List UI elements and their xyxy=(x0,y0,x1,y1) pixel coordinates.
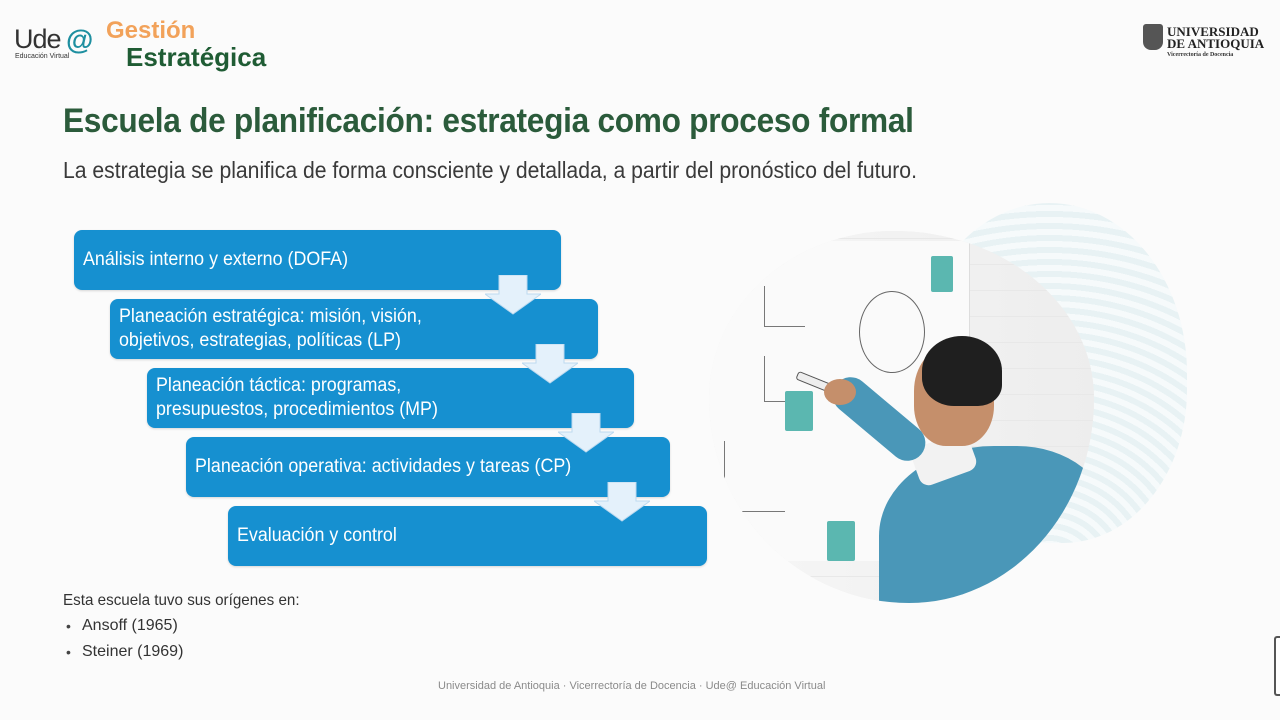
process-step-1: Análisis interno y externo (DOFA) xyxy=(74,230,561,290)
slide-title: Escuela de planificación: estrategia com… xyxy=(63,102,914,140)
bar-chart-sketch-icon xyxy=(764,356,805,402)
process-step-label: Planeación operativa: actividades y tare… xyxy=(195,456,572,477)
bullet-icon: • xyxy=(66,644,71,660)
udea-logo: Ude @ Educación Virtual xyxy=(14,24,100,64)
university-logo-line3: Vicerrectoría de Docencia xyxy=(1167,52,1234,58)
process-step-label: Planeación táctica: programas, presupues… xyxy=(156,375,438,420)
photo-whiteboard-man xyxy=(709,231,1094,603)
list-item: • Ansoff (1965) xyxy=(63,616,312,642)
sticky-note xyxy=(785,391,813,431)
slide-subtitle: La estrategia se planifica de forma cons… xyxy=(63,157,917,183)
course-logo: Gestión Estratégica xyxy=(106,17,267,72)
list-item: • Steiner (1969) xyxy=(63,642,312,668)
origin-text: Steiner (1969) xyxy=(82,643,184,660)
illustration-photo xyxy=(707,203,1187,603)
person-body xyxy=(879,446,1094,603)
person-hair xyxy=(922,336,1002,406)
university-logo: UNIVERSIDAD DE ANTIOQUIA Vicerrectoría d… xyxy=(1143,22,1273,64)
process-step-label: Planeación estratégica: misión, visión, … xyxy=(119,306,422,351)
sticky-note xyxy=(931,256,953,292)
udea-logo-tagline: Educación Virtual xyxy=(15,53,70,60)
sticky-note xyxy=(827,521,855,561)
bar-chart-sketch-icon xyxy=(764,286,805,327)
origins-intro: Esta escuela tuvo sus orígenes en: xyxy=(63,592,300,609)
down-arrow-icon xyxy=(558,413,614,455)
down-arrow-icon xyxy=(594,482,650,524)
udea-logo-text: Ude xyxy=(14,24,62,54)
process-step-label: Análisis interno y externo (DOFA) xyxy=(83,249,349,270)
curve-chart-sketch-icon xyxy=(724,441,785,512)
pie-chart-sketch-icon xyxy=(859,291,925,373)
footer-text: Universidad de Antioquia · Vicerrectoría… xyxy=(438,680,826,692)
edge-control[interactable] xyxy=(1274,636,1280,696)
university-shield-icon xyxy=(1143,24,1163,50)
at-sign-icon: @ xyxy=(66,24,94,55)
down-arrow-icon xyxy=(485,275,541,317)
university-logo-line1: UNIVERSIDAD xyxy=(1167,24,1259,39)
bullet-icon: • xyxy=(66,618,71,634)
course-logo-line1: Gestión xyxy=(106,17,196,44)
university-logo-line2: DE ANTIOQUIA xyxy=(1167,36,1265,51)
origins-list: • Ansoff (1965) • Steiner (1969) xyxy=(63,616,312,668)
origin-text: Ansoff (1965) xyxy=(82,617,178,634)
process-step-label: Evaluación y control xyxy=(237,525,397,546)
origins-section: Esta escuela tuvo sus orígenes en: • Ans… xyxy=(63,592,312,668)
person-hand xyxy=(824,379,856,405)
down-arrow-icon xyxy=(522,344,578,386)
course-logo-line2: Estratégica xyxy=(126,42,267,72)
